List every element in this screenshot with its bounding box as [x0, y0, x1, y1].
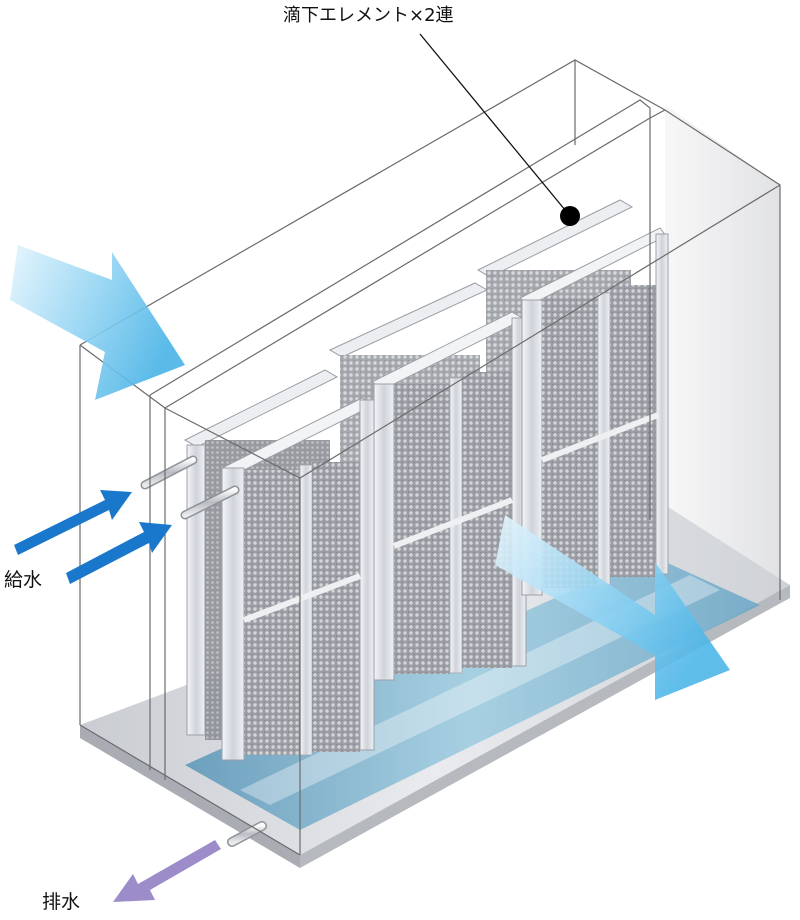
filter-panel-3 — [519, 227, 669, 596]
drain-arrow — [113, 840, 221, 902]
water-supply-arrows — [14, 490, 172, 584]
filter-row-front — [220, 227, 669, 761]
filter-panel-2 — [370, 311, 527, 681]
supply-pipes — [140, 455, 240, 520]
airflow-out-arrow — [495, 515, 730, 700]
supply-arrow-1 — [14, 490, 132, 555]
housing-frame — [79, 59, 781, 856]
airflow-in-arrow — [10, 245, 185, 400]
supply-arrow-2 — [66, 522, 172, 584]
drain-pipe — [227, 821, 267, 847]
element-callout-label: 滴下エレメント×2連 — [283, 5, 454, 26]
filter-panel-1 — [220, 397, 376, 761]
water-supply-label: 給水 — [4, 569, 43, 591]
water-drain-label: 排水 — [42, 891, 81, 913]
element-callout-leader — [419, 33, 580, 226]
